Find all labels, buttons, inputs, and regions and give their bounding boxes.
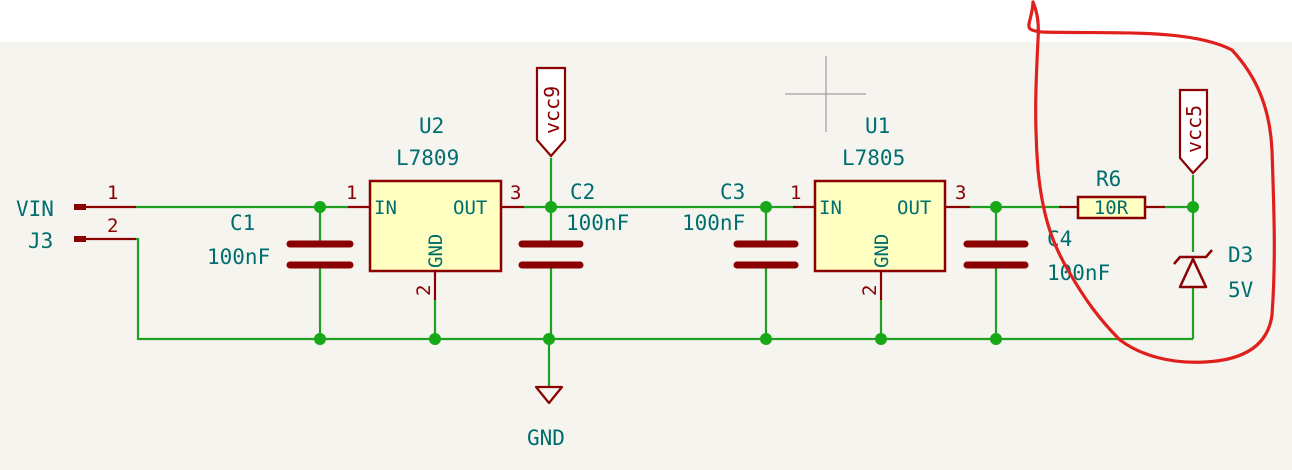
gnd-text: GND — [527, 426, 565, 450]
zener-diode-d3[interactable]: D3 5V — [1173, 243, 1254, 302]
j3-pin1-number: 1 — [107, 182, 118, 204]
u2-pin-out-number: 3 — [510, 182, 521, 204]
junction-dot — [875, 333, 887, 345]
capacitor-c3[interactable]: C3 100nF — [682, 180, 799, 269]
r6-ref: R6 — [1096, 167, 1121, 191]
vcc5-text: vcc5 — [1182, 105, 1206, 153]
j3-ref: J3 — [28, 229, 53, 253]
u2-pin-gnd-label: GND — [425, 234, 447, 268]
capacitor-c2[interactable]: C2 100nF — [518, 180, 629, 269]
c2-value: 100nF — [566, 211, 629, 235]
junction-dot — [990, 201, 1002, 213]
d3-value: 5V — [1228, 278, 1254, 302]
c3-value: 100nF — [682, 211, 745, 235]
junction-dot — [1187, 201, 1199, 213]
u1-pin-gnd-number: 2 — [859, 285, 881, 296]
j3-pin2-number: 2 — [107, 215, 118, 237]
u1-value: L7805 — [842, 146, 905, 170]
u1-pin-out-label: OUT — [897, 197, 931, 219]
regulator-u2[interactable]: U2 L7809 IN OUT GND 1 3 2 — [346, 114, 524, 300]
c2-ref: C2 — [570, 180, 595, 204]
power-label-vcc5[interactable]: vcc5 — [1178, 88, 1209, 175]
junction-dot — [545, 201, 557, 213]
junction-dot — [760, 333, 772, 345]
regulator-u1[interactable]: U1 L7805 IN OUT GND 1 3 2 — [790, 114, 970, 300]
c1-value: 100nF — [207, 245, 270, 269]
junction-dot — [760, 201, 772, 213]
c1-ref: C1 — [230, 211, 255, 235]
u2-pin-in-number: 1 — [346, 182, 357, 204]
u1-pin-out-number: 3 — [955, 182, 966, 204]
u2-pin-out-label: OUT — [453, 197, 487, 219]
wire-j3-pin2-ground-return — [136, 237, 1193, 341]
resistor-r6[interactable]: R6 10R — [1059, 167, 1165, 220]
u1-pin-in-number: 1 — [790, 182, 801, 204]
junctions — [314, 201, 1199, 345]
canvas-top-band — [0, 0, 1292, 42]
u2-pin-in-label: IN — [374, 197, 397, 219]
u2-pin-gnd-number: 2 — [413, 285, 435, 296]
red-freehand-circle-annotation — [1027, 0, 1276, 364]
vcc9-text: vcc9 — [540, 86, 564, 134]
connector-j3[interactable]: VIN J3 1 2 — [16, 182, 136, 253]
j3-value: VIN — [16, 197, 54, 221]
u2-value: L7809 — [396, 146, 459, 170]
wires — [136, 158, 1195, 387]
power-label-vcc9[interactable]: vcc9 — [535, 66, 567, 158]
ground-symbol[interactable]: GND — [527, 385, 565, 450]
junction-dot — [314, 201, 326, 213]
crosshair-cursor-icon — [785, 56, 866, 132]
junction-dot — [314, 333, 326, 345]
c4-value: 100nF — [1047, 261, 1110, 285]
junction-dot — [543, 333, 555, 345]
capacitor-c1[interactable]: C1 100nF — [207, 211, 354, 269]
c3-ref: C3 — [720, 180, 745, 204]
d3-ref: D3 — [1228, 243, 1253, 267]
capacitor-c4[interactable]: C4 100nF — [963, 227, 1110, 285]
u1-pin-in-label: IN — [819, 197, 842, 219]
r6-value: 10R — [1094, 197, 1129, 219]
junction-dot — [429, 333, 441, 345]
u1-ref: U1 — [865, 114, 890, 138]
sheet-background[interactable] — [0, 42, 1292, 470]
u1-pin-gnd-label: GND — [871, 234, 893, 268]
u2-ref: U2 — [419, 114, 444, 138]
junction-dot — [990, 333, 1002, 345]
